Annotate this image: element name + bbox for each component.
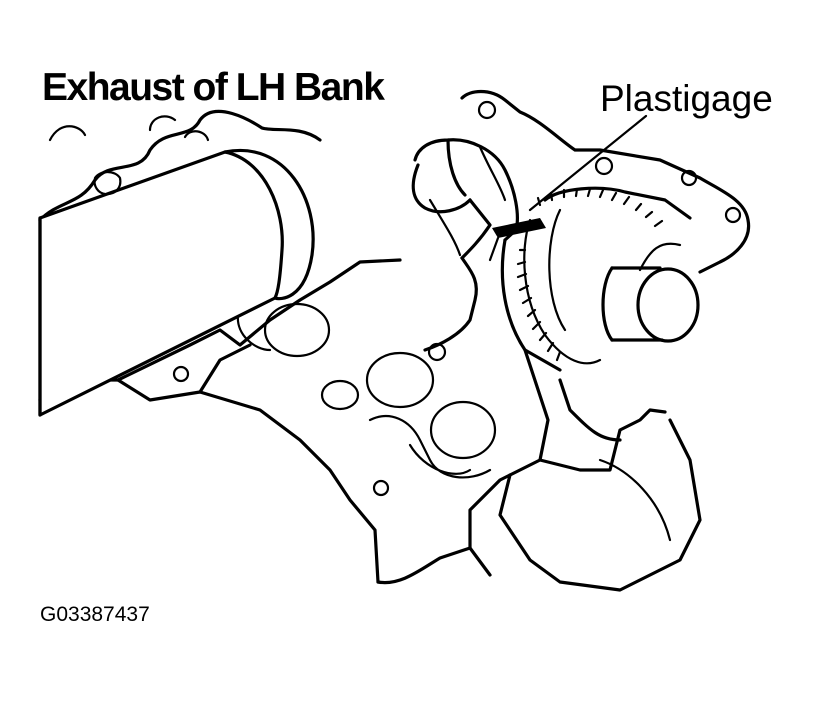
plastigage-callout-label: Plastigage bbox=[600, 78, 773, 119]
combustion-chamber-outlines bbox=[236, 294, 497, 460]
callout-leader-line bbox=[528, 114, 648, 212]
camshaft-gear-assembly bbox=[468, 186, 702, 592]
figure-code: G03387437 bbox=[40, 603, 150, 626]
bolt-bosses bbox=[48, 115, 210, 196]
cylindrical-tube bbox=[38, 148, 315, 417]
hand-with-plastigage bbox=[411, 138, 546, 352]
diagram-title: Exhaust of LH Bank bbox=[42, 66, 385, 109]
gear-teeth bbox=[516, 187, 664, 365]
